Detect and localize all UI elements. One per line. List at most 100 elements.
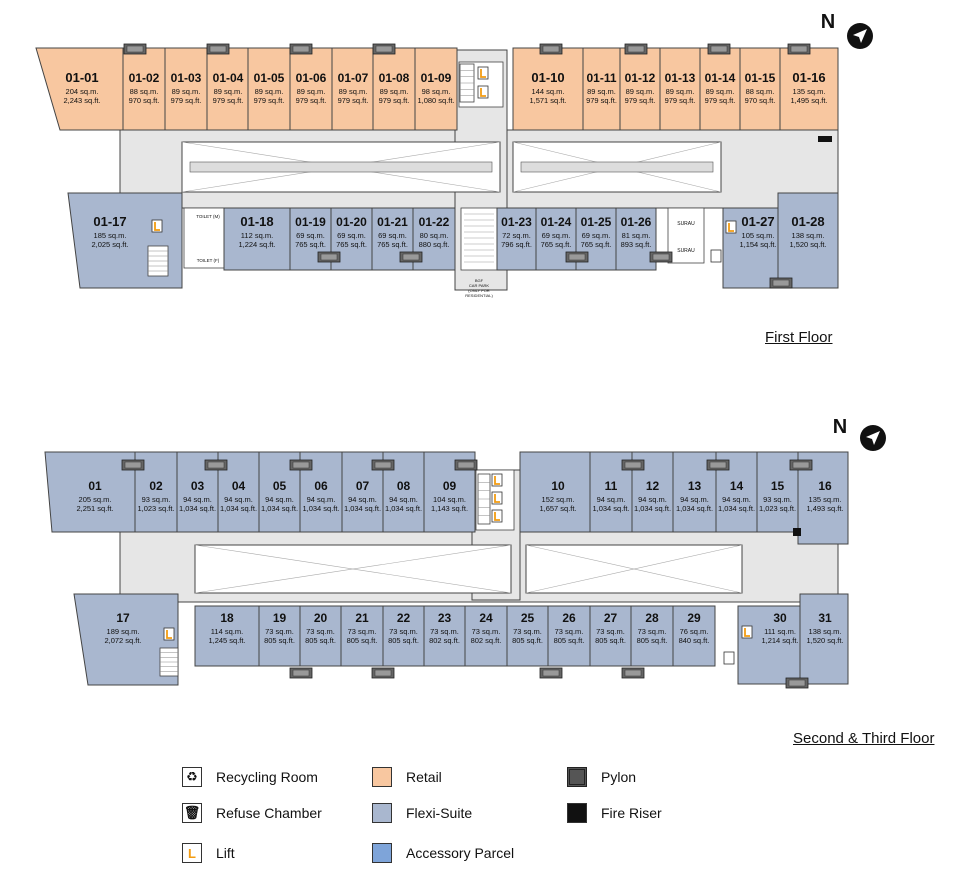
staircase bbox=[147, 245, 169, 277]
unit-area-sqft: 970 sq.ft. bbox=[129, 96, 160, 105]
north-arrow: N bbox=[821, 11, 873, 49]
unit-area-sqft: 1,493 sq.ft. bbox=[806, 504, 843, 513]
unit-number: 19 bbox=[273, 611, 287, 625]
unit-area-sqft: 1,154 sq.ft. bbox=[739, 240, 776, 249]
unit-01-10 bbox=[512, 47, 584, 131]
unit-30 bbox=[737, 605, 801, 685]
unit-area-sqm: 94 sq.m. bbox=[389, 495, 418, 504]
pylon-inner bbox=[374, 461, 392, 469]
unit-area-sqft: 1,224 sq.ft. bbox=[238, 240, 275, 249]
unit-number: 01-02 bbox=[129, 71, 160, 85]
unit-area-sqm: 73 sq.m. bbox=[555, 627, 584, 636]
unit-area-sqm: 73 sq.m. bbox=[389, 627, 418, 636]
legend-label: Flexi-Suite bbox=[406, 805, 473, 821]
unit-area-sqft: 765 sq.ft. bbox=[336, 240, 367, 249]
unit-area-sqm: 94 sq.m. bbox=[307, 495, 336, 504]
unit-number: 01-08 bbox=[379, 71, 410, 85]
pylon-icon bbox=[539, 667, 563, 679]
pylon-icon bbox=[204, 459, 228, 471]
surau-label: SURAU bbox=[677, 221, 695, 227]
lift-mark bbox=[744, 628, 750, 637]
unit-24 bbox=[464, 605, 508, 667]
unit-area-sqft: 1,034 sq.ft. bbox=[179, 504, 216, 513]
unit-area-sqft: 1,657 sq.ft. bbox=[539, 504, 576, 513]
lift-icon bbox=[491, 509, 503, 523]
pylon-icon bbox=[785, 677, 809, 689]
pylon-inner bbox=[292, 669, 310, 677]
north-label: N bbox=[833, 416, 847, 438]
legend-recycling-room: ♻ Recycling Room bbox=[182, 767, 318, 787]
unit-area-sqm: 94 sq.m. bbox=[183, 495, 212, 504]
unit-area-sqm: 89 sq.m. bbox=[214, 87, 243, 96]
unit-number: 01-21 bbox=[377, 215, 408, 229]
unit-number: 01-25 bbox=[581, 215, 612, 229]
staircase bbox=[159, 647, 179, 677]
unit-area-sqft: 979 sq.ft. bbox=[171, 96, 202, 105]
unit-area-sqm: 73 sq.m. bbox=[265, 627, 294, 636]
lift-icon bbox=[477, 85, 489, 99]
unit-area-sqm: 81 sq.m. bbox=[622, 231, 651, 240]
unit-number: 12 bbox=[646, 479, 660, 493]
unit-area-sqft: 979 sq.ft. bbox=[625, 96, 656, 105]
lift-icon bbox=[151, 219, 163, 233]
unit-01-09 bbox=[414, 47, 458, 131]
unit-area-sqft: 1,214 sq.ft. bbox=[761, 636, 798, 645]
unit-number: 01-15 bbox=[745, 71, 776, 85]
lift-mark bbox=[494, 494, 500, 503]
pylon-icon bbox=[539, 43, 563, 55]
unit-number: 01-07 bbox=[338, 71, 369, 85]
unit-area-sqm: 72 sq.m. bbox=[502, 231, 531, 240]
unit-number: 31 bbox=[818, 611, 832, 625]
surau-block bbox=[667, 207, 705, 264]
pylon-inner bbox=[710, 45, 728, 53]
unit-number: 05 bbox=[273, 479, 287, 493]
unit-area-sqft: 2,072 sq.ft. bbox=[104, 636, 141, 645]
pylon-icon bbox=[769, 277, 793, 289]
pylon-inner bbox=[788, 679, 806, 687]
atrium-void bbox=[181, 141, 501, 193]
first-floor-title: First Floor bbox=[765, 329, 833, 346]
pylon-icon bbox=[707, 43, 731, 55]
unit-area-sqft: 979 sq.ft. bbox=[705, 96, 736, 105]
toilet-female-label: TOILET (F) bbox=[197, 258, 220, 263]
unit-area-sqft: 802 sq.ft. bbox=[429, 636, 460, 645]
unit-number: 25 bbox=[521, 611, 535, 625]
unit-number: 13 bbox=[688, 479, 702, 493]
unit-area-sqm: 152 sq.m. bbox=[542, 495, 575, 504]
lift-icon bbox=[491, 491, 503, 505]
unit-28 bbox=[630, 605, 674, 667]
pylon-inner bbox=[542, 45, 560, 53]
unit-01-13 bbox=[659, 47, 701, 131]
pylon-inner bbox=[792, 461, 810, 469]
unit-area-sqft: 979 sq.ft. bbox=[254, 96, 285, 105]
unit-number: 20 bbox=[314, 611, 328, 625]
unit-area-sqm: 135 sq.m. bbox=[793, 87, 826, 96]
fire-riser bbox=[793, 528, 801, 536]
toilet-block bbox=[183, 207, 225, 269]
lift-icon: L bbox=[182, 843, 202, 863]
pylon-icon bbox=[787, 43, 811, 55]
unit-01-15 bbox=[739, 47, 781, 131]
unit-area-sqft: 1,520 sq.ft. bbox=[789, 240, 826, 249]
lift-box bbox=[477, 85, 489, 99]
lift-mark bbox=[480, 88, 486, 97]
unit-number: 01-12 bbox=[625, 71, 656, 85]
unit-area-sqm: 114 sq.m. bbox=[211, 627, 243, 636]
unit-number: 01-14 bbox=[705, 71, 736, 85]
legend-accessory-parcel: Accessory Parcel bbox=[372, 843, 514, 863]
pylon-icon bbox=[621, 459, 645, 471]
pylon-icon bbox=[649, 251, 673, 263]
lift-mark bbox=[494, 476, 500, 485]
